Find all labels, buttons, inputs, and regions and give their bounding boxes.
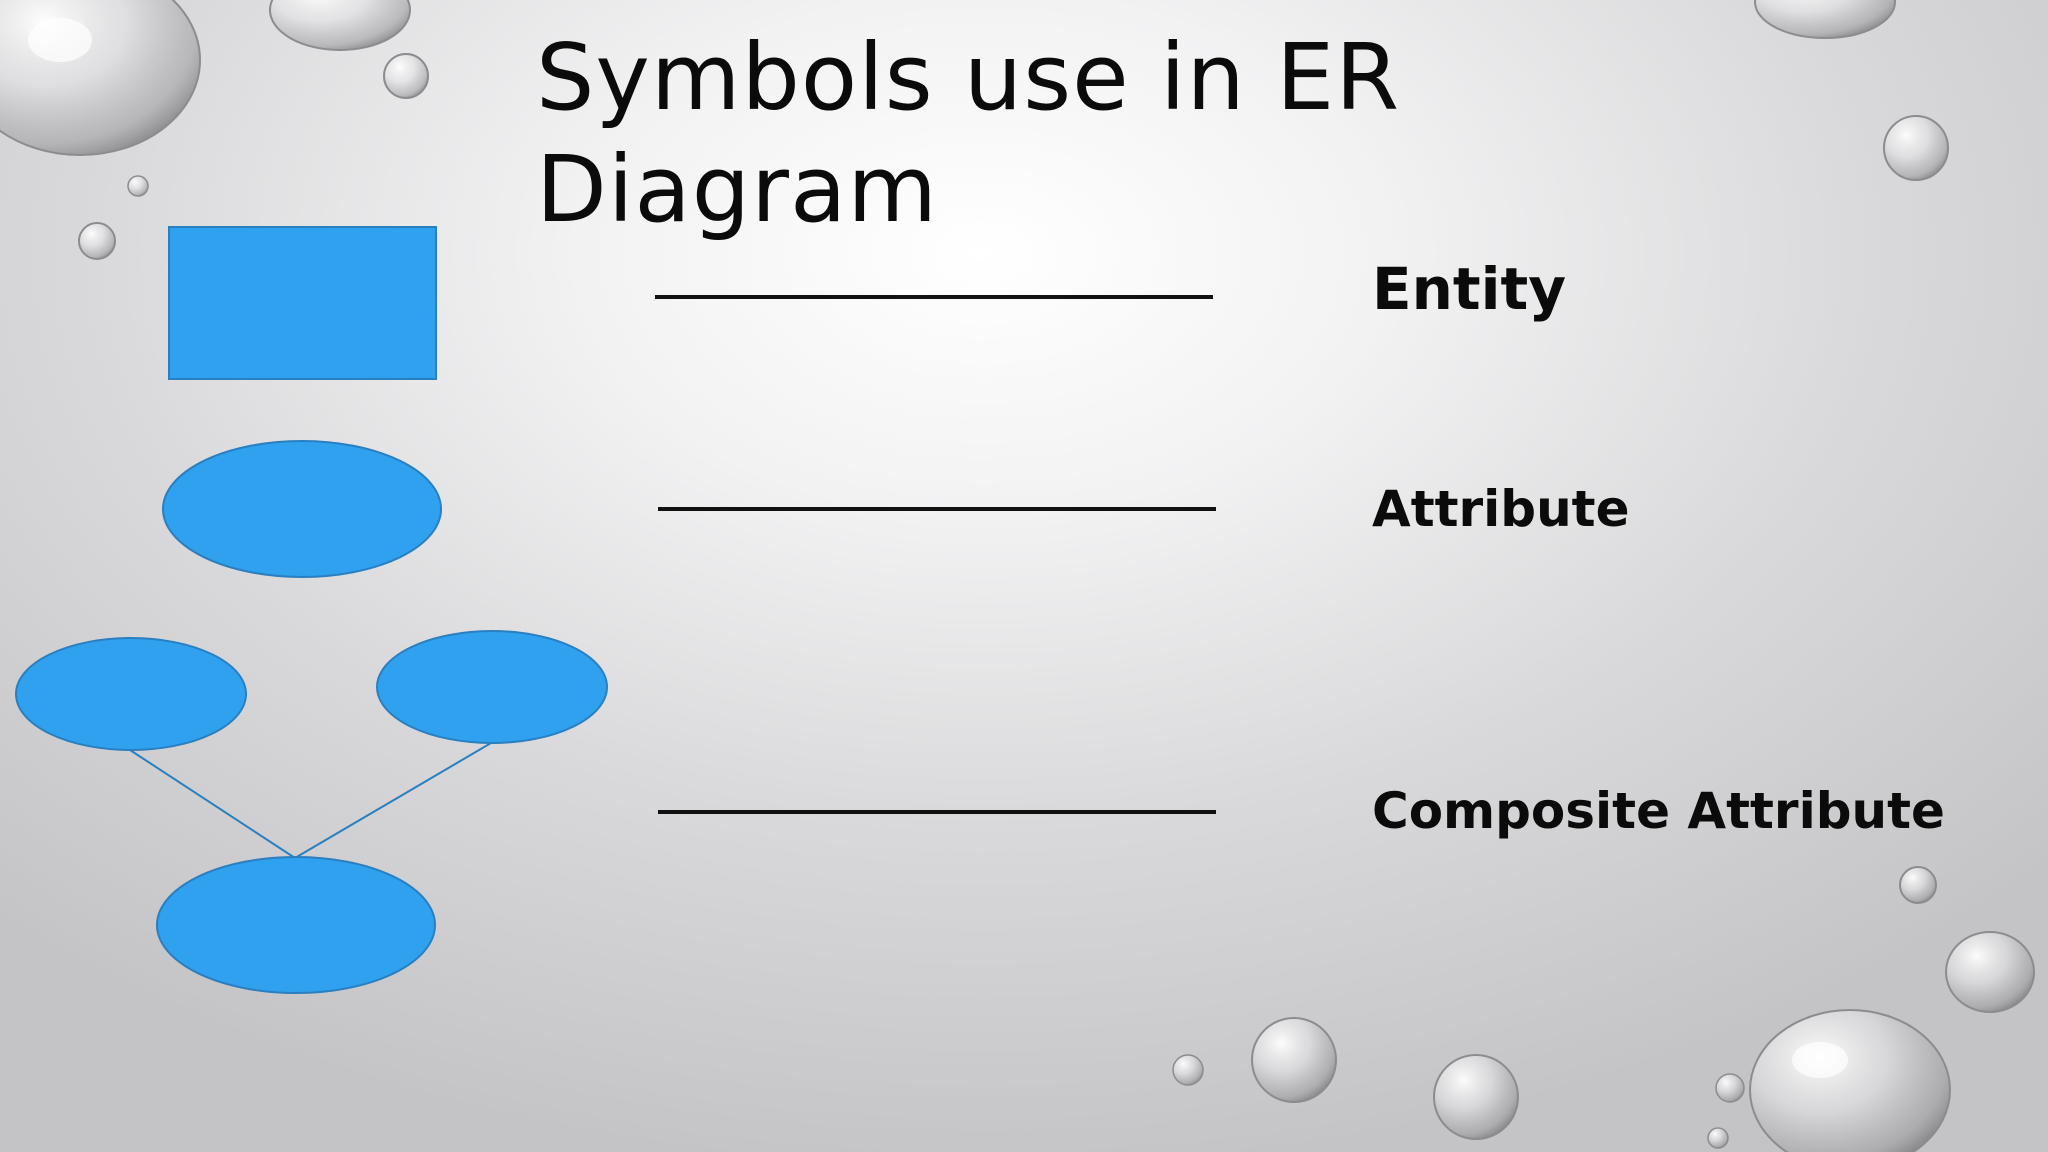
droplet-tiny [127,175,149,197]
droplet-top-right [1754,0,1896,39]
droplet-tiny [1172,1054,1204,1086]
droplet-top-left-medium [269,0,411,51]
composite-sub-attribute-right [376,630,608,744]
attribute-label: Attribute [1372,480,1630,538]
composite-link-right [294,742,492,859]
droplet-tiny [1715,1073,1745,1103]
composite-attribute-label: Composite Attribute [1372,782,1945,840]
droplet-bottom [1251,1017,1337,1103]
attribute-ellipse-symbol [162,440,442,578]
droplet-small [78,222,116,260]
composite-parent-attribute [156,856,436,994]
droplet-bottom-right-elongated [1945,931,2035,1013]
entity-label: Entity [1372,255,1567,323]
slide-title: Symbols use in ER Diagram [536,24,1401,243]
composite-link-left [129,749,296,859]
composite-sub-attribute-left [15,637,247,751]
entity-rectangle-symbol [168,226,437,380]
droplet-top-left-large [0,0,201,156]
composite-attribute-symbol [15,630,608,994]
droplet-small [383,53,429,99]
droplet-small [1899,866,1937,904]
droplet-tiny [1707,1127,1729,1149]
droplet-right [1883,115,1949,181]
droplet-bottom-right-large [1749,1009,1951,1152]
droplet-bottom [1433,1054,1519,1140]
